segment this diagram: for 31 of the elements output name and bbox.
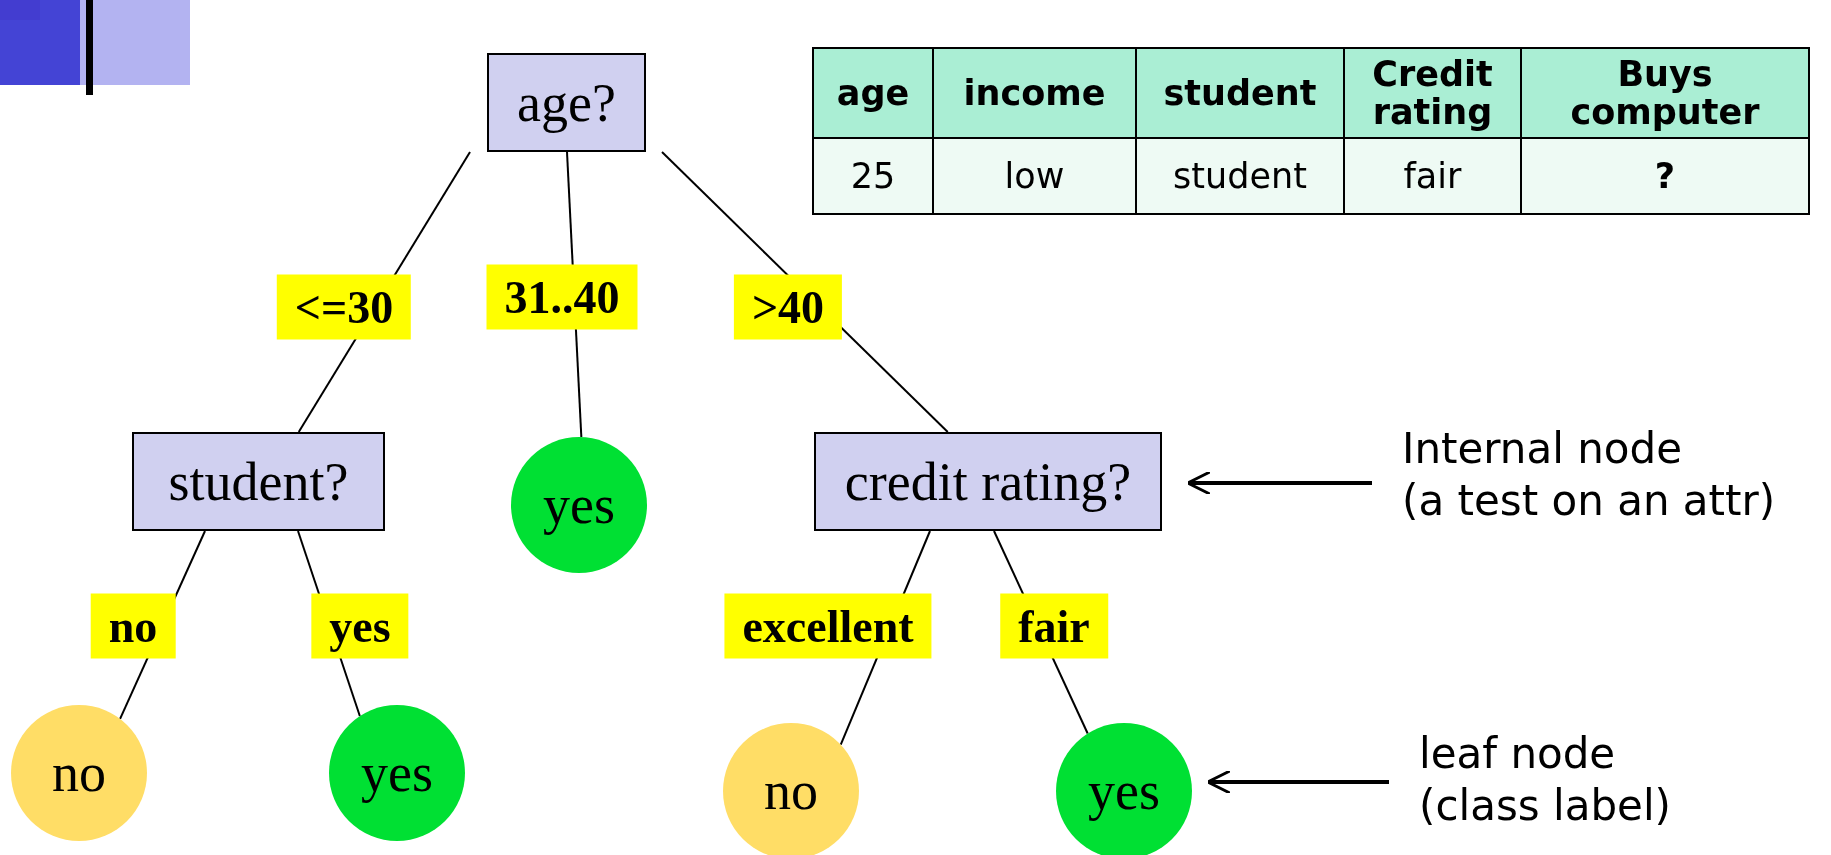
edge-label: excellent	[724, 593, 932, 659]
table-cell: 25	[813, 138, 933, 214]
edge-label: no	[90, 593, 176, 659]
edge-label: <=30	[276, 274, 412, 340]
table-cell: ?	[1521, 138, 1809, 214]
arrow	[1186, 470, 1372, 496]
leaf-circle: yes	[511, 437, 647, 573]
header-cell: age	[813, 48, 933, 138]
callout-text: (a test on an attr)	[1402, 475, 1776, 527]
edge-label: 31..40	[486, 264, 638, 330]
header-cell: student	[1136, 48, 1344, 138]
decision-box: age?	[487, 53, 646, 152]
decision-box: credit rating?	[814, 432, 1162, 531]
table-cell: student	[1136, 138, 1344, 214]
edge-label: yes	[311, 593, 409, 659]
callout-text: (class label)	[1419, 780, 1671, 832]
leaf-circle: no	[11, 705, 147, 841]
edge-label: fair	[1000, 593, 1108, 659]
header-cell: Credit rating	[1344, 48, 1521, 138]
header-cell: Buys computer	[1521, 48, 1809, 138]
decision-box: student?	[132, 432, 385, 531]
callout-text: leaf node	[1419, 727, 1616, 780]
table-cell: low	[933, 138, 1136, 214]
edge-label: >40	[733, 274, 843, 340]
header-cell: income	[933, 48, 1136, 138]
arrow	[1206, 769, 1389, 795]
leaf-circle: yes	[329, 705, 465, 841]
leaf-circle: no	[723, 723, 859, 855]
table-cell: fair	[1344, 138, 1521, 214]
leaf-circle: yes	[1056, 723, 1192, 855]
callout-text: Internal node	[1402, 422, 1683, 475]
